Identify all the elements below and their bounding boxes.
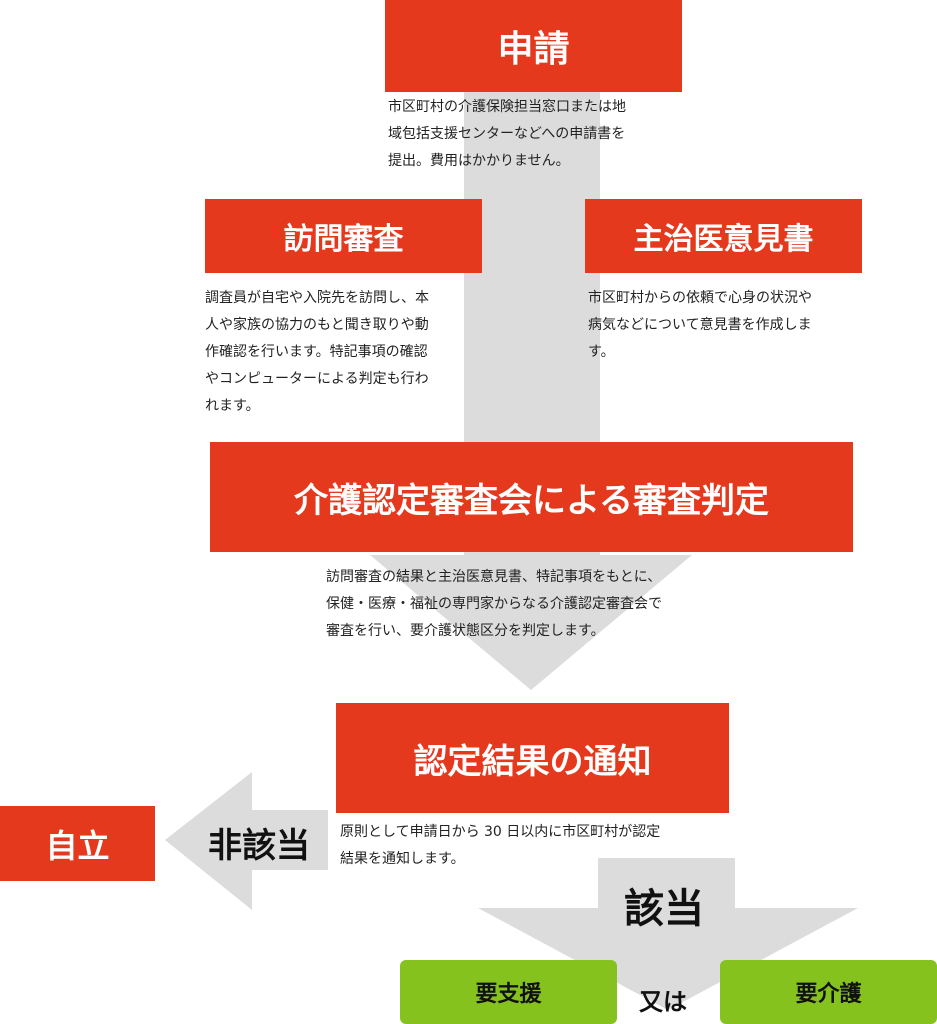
step-doctor-desc-line: 市区町村からの依頼で心身の状況や xyxy=(588,290,812,306)
step-judge-desc-line: 保健・医療・福祉の専門家からなる介護認定審査会で xyxy=(326,596,662,612)
or-label: 又は xyxy=(639,988,687,1016)
care-badge: 要介護 xyxy=(720,960,937,1024)
outcome-independent-box: 自立 xyxy=(0,806,155,881)
step-judge-desc: 訪問審査の結果と主治医意見書、特記事項をもとに、 保健・医療・福祉の専門家からな… xyxy=(326,564,766,645)
step-notify-title: 認定結果の通知 xyxy=(413,741,652,782)
step-visit-desc-line: 作確認を行います。特記事項の確認 xyxy=(205,344,428,360)
main-down-arrow xyxy=(370,90,692,690)
step-judge-box: 介護認定審査会による審査判定 xyxy=(210,442,853,552)
step-apply-title: 申請 xyxy=(497,29,570,70)
step-doctor-desc-line: す。 xyxy=(588,344,615,360)
step-visit-box: 訪問審査 xyxy=(205,199,482,273)
step-apply-box: 申請 xyxy=(385,0,682,92)
step-doctor-desc-line: 病気などについて意見書を作成しま xyxy=(588,317,812,333)
step-judge-title: 介護認定審査会による審査判定 xyxy=(294,480,769,521)
support-label: 要支援 xyxy=(475,982,542,1007)
step-notify-desc-line: 原則として申請日から 30 日以内に市区町村が認定 xyxy=(340,824,661,840)
step-notify-box: 認定結果の通知 xyxy=(336,703,729,813)
applicable-label: 該当 xyxy=(624,886,704,932)
step-visit-desc-line: れます。 xyxy=(205,398,260,414)
step-doctor-title: 主治医意見書 xyxy=(633,222,814,257)
step-judge-desc-line: 審査を行い、要介護状態区分を判定します。 xyxy=(326,623,605,639)
step-apply-desc-line: 域包括支援センターなどへの申請書を xyxy=(388,126,626,142)
step-judge-desc-line: 訪問審査の結果と主治医意見書、特記事項をもとに、 xyxy=(326,569,662,585)
step-visit-title: 訪問審査 xyxy=(283,222,404,257)
step-apply-desc: 市区町村の介護保険担当窓口または地 域包括支援センターなどへの申請書を 提出。費… xyxy=(388,94,688,175)
step-visit-desc: 調査員が自宅や入院先を訪問し、本 人や家族の協力のもと聞き取りや動 作確認を行い… xyxy=(205,285,505,420)
step-doctor-desc: 市区町村からの依頼で心身の状況や 病気などについて意見書を作成しま す。 xyxy=(588,285,888,366)
not-applicable-label: 非該当 xyxy=(208,826,310,866)
step-notify-desc-line: 結果を通知します。 xyxy=(340,851,465,867)
support-badge: 要支援 xyxy=(400,960,617,1024)
right-down-arrow xyxy=(478,858,858,1010)
step-visit-desc-line: 調査員が自宅や入院先を訪問し、本 xyxy=(205,290,429,306)
step-notify-desc: 原則として申請日から 30 日以内に市区町村が認定 結果を通知します。 xyxy=(340,819,760,873)
left-arrow xyxy=(165,772,328,910)
care-label: 要介護 xyxy=(795,982,862,1007)
step-visit-desc-line: やコンピューターによる判定も行わ xyxy=(205,371,429,387)
step-apply-desc-line: 提出。費用はかかりません。 xyxy=(388,153,570,169)
outcome-independent-label: 自立 xyxy=(45,826,110,865)
step-apply-desc-line: 市区町村の介護保険担当窓口または地 xyxy=(388,99,626,115)
step-doctor-box: 主治医意見書 xyxy=(585,199,862,273)
step-visit-desc-line: 人や家族の協力のもと聞き取りや動 xyxy=(205,317,429,333)
